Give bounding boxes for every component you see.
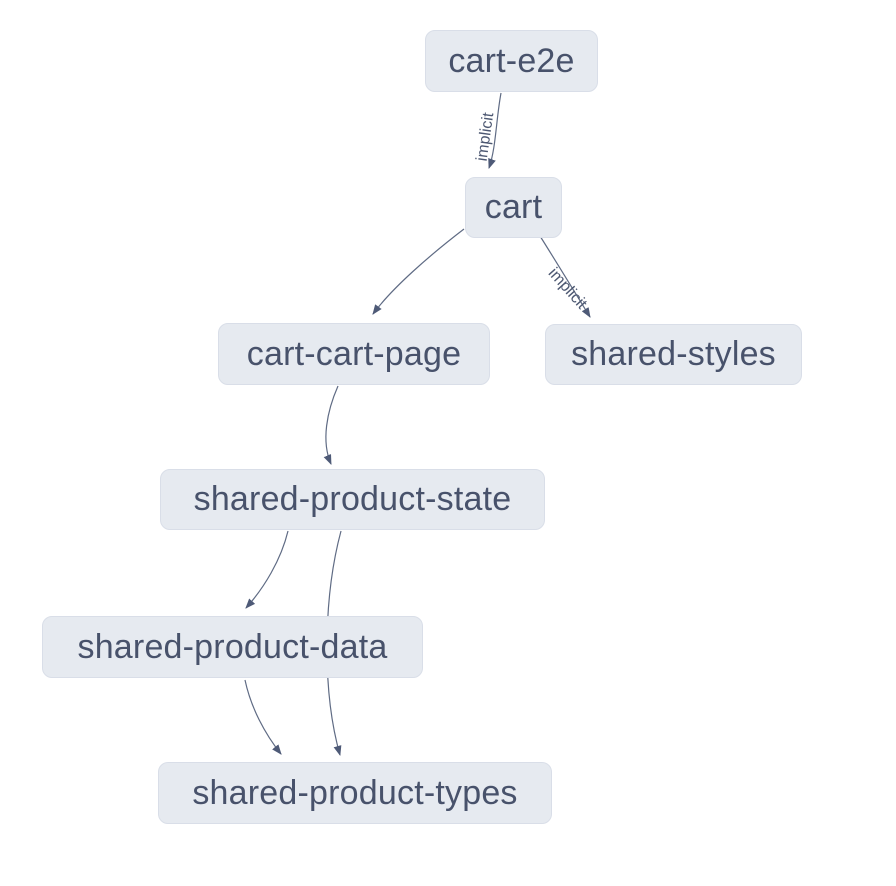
graph-node-cart-e2e[interactable]: cart-e2e — [425, 30, 598, 92]
edge-shared-product-data-to-shared-product-types — [244, 679, 282, 755]
graph-node-cart-cart-page[interactable]: cart-cart-page — [218, 323, 490, 385]
edge-cart-to-shared-styles — [539, 235, 591, 318]
graph-node-shared-product-data[interactable]: shared-product-data — [42, 616, 423, 678]
edge-cart-e2e-to-cart — [488, 92, 502, 170]
graph-node-shared-product-types[interactable]: shared-product-types — [158, 762, 552, 824]
graph-node-shared-product-state[interactable]: shared-product-state — [160, 469, 545, 530]
edge-shared-product-state-to-shared-product-data — [245, 530, 289, 609]
graph-node-cart[interactable]: cart — [465, 177, 562, 238]
graph-node-shared-styles[interactable]: shared-styles — [545, 324, 802, 385]
edge-cart-to-cart-cart-page — [372, 228, 465, 315]
edge-cart-cart-page-to-shared-product-state — [323, 385, 339, 465]
